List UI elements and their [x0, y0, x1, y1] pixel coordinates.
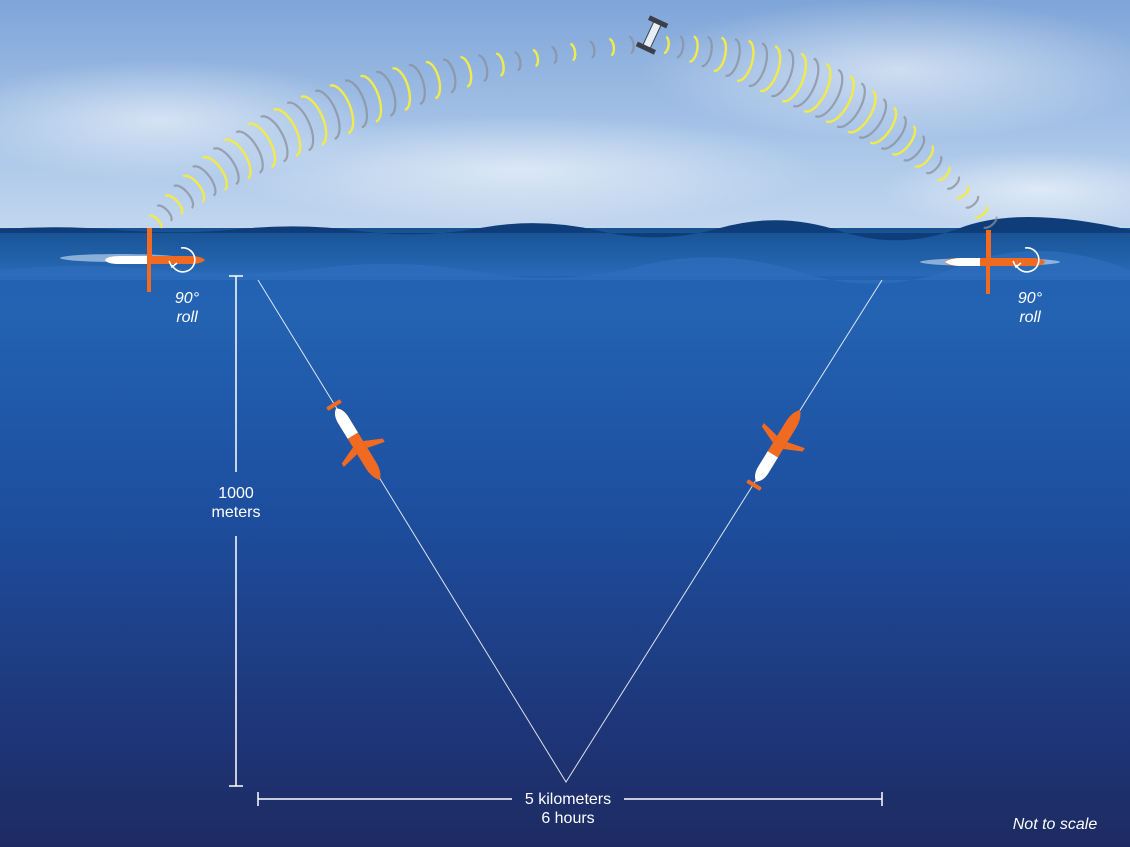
signal-arc — [344, 79, 369, 129]
signal-arc — [663, 35, 670, 55]
signal-arc — [273, 108, 302, 158]
depth-scale — [229, 275, 243, 787]
signal-arc — [903, 135, 926, 162]
signal-arc — [514, 51, 522, 72]
signal-arc — [701, 35, 713, 68]
roll-label-right: 90° roll — [1005, 289, 1055, 327]
signal-arc — [460, 56, 473, 88]
roll-label-left: 90° roll — [162, 289, 212, 327]
underwater-glider-icon — [105, 228, 205, 292]
signal-arc — [713, 36, 728, 73]
signal-arc — [781, 52, 808, 103]
signal-arc — [589, 40, 596, 59]
wave-line — [0, 250, 1130, 284]
signal-arc — [202, 156, 229, 191]
signal-arc — [164, 194, 184, 216]
signal-arc — [212, 147, 240, 186]
signal-arc — [725, 38, 741, 77]
signal-arc — [914, 145, 935, 168]
sea-surface — [0, 228, 1130, 276]
signal-arc — [609, 38, 616, 57]
signal-arc — [925, 155, 943, 175]
signal-arc — [442, 58, 457, 94]
satellite-icon — [635, 15, 669, 55]
signal-arc — [946, 175, 961, 190]
signal-arc — [869, 106, 898, 145]
signal-arc — [314, 89, 341, 140]
depth-unit: meters — [211, 504, 261, 521]
signal-arc — [803, 62, 832, 113]
roll-angle-text: 90° — [174, 290, 200, 307]
signal-arc — [759, 45, 782, 93]
not-to-scale-note: Not to scale — [1012, 816, 1098, 833]
signal-arc — [235, 130, 264, 174]
signal-arc — [260, 115, 289, 163]
signal-arc — [880, 115, 907, 150]
cloud — [880, 150, 1130, 230]
signal-arc — [156, 204, 173, 222]
distance-scale — [257, 792, 883, 806]
signal-arc — [736, 39, 755, 83]
signal-arc — [858, 98, 888, 139]
signal-arc — [360, 74, 383, 123]
signal-arc — [286, 101, 315, 152]
signal-arc — [770, 48, 795, 98]
signal-arc — [955, 185, 970, 200]
signal-arc — [551, 46, 558, 65]
signal-arc — [192, 165, 217, 197]
depth-label: 1000 meters — [196, 484, 276, 522]
ocean — [0, 228, 1130, 847]
signal-arc — [936, 166, 951, 182]
signal-arc — [532, 49, 540, 68]
signal-arc — [847, 89, 877, 134]
roll-text: roll — [176, 309, 198, 326]
signal-arc — [300, 95, 328, 146]
signal-arc — [676, 35, 685, 59]
signal-arc — [392, 67, 412, 112]
signal-arc — [891, 125, 917, 156]
roll-text: roll — [1019, 309, 1041, 326]
signal-arc — [814, 68, 844, 118]
signal-arc — [983, 216, 998, 229]
signal-arc — [477, 54, 489, 83]
underwater-glider-icon — [945, 230, 1045, 294]
signal-waves — [148, 35, 998, 229]
roll-angle-text: 90° — [1017, 290, 1043, 307]
signal-arc — [425, 60, 442, 100]
signal-arc — [965, 195, 980, 209]
cloud — [640, 0, 1130, 140]
wave-line — [0, 216, 1130, 241]
distance-text: 5 kilometers — [524, 791, 612, 808]
signal-arc — [689, 35, 699, 63]
signal-arc — [748, 42, 769, 88]
signal-arc — [329, 84, 355, 135]
signal-arc — [836, 82, 866, 129]
signal-arc — [182, 174, 206, 203]
duration-text: 6 hours — [541, 810, 595, 827]
signal-arc — [825, 75, 855, 123]
signal-arc — [792, 57, 820, 108]
signal-arc — [974, 205, 989, 219]
signal-arc — [408, 63, 426, 106]
signal-arc — [223, 138, 252, 180]
signal-arc — [148, 214, 163, 229]
signal-arc — [570, 43, 577, 62]
distance-label: 5 kilometers 6 hours — [500, 790, 636, 828]
signal-arc — [247, 122, 277, 169]
depth-value: 1000 — [218, 485, 254, 502]
signal-arc — [376, 70, 397, 117]
signal-arc — [628, 35, 635, 55]
cloud — [220, 115, 820, 225]
signal-arc — [173, 184, 195, 209]
